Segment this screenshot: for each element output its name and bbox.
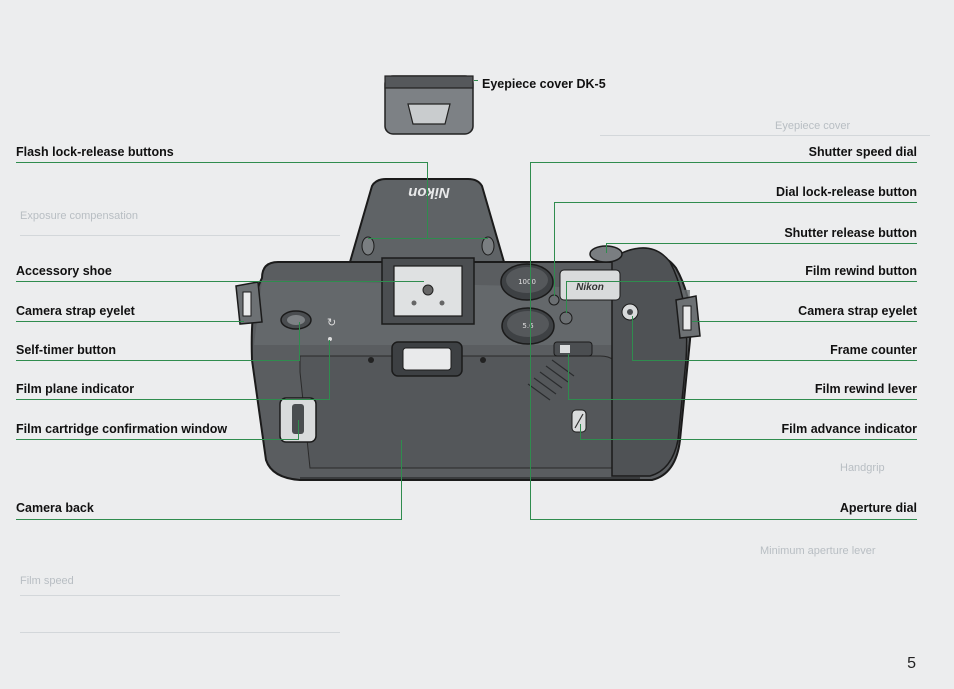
leader-film-plane	[16, 399, 330, 400]
leader-frame-counter	[632, 360, 917, 361]
label-film-plane: Film plane indicator	[16, 382, 135, 396]
label-dial-lock-release: Dial lock-release button	[775, 185, 917, 199]
label-accessory-shoe: Accessory shoe	[16, 264, 112, 278]
leader-camera-back	[16, 519, 402, 520]
label-self-timer: Self-timer button	[16, 343, 116, 357]
label-film-rewind-lever: Film rewind lever	[814, 382, 917, 396]
leader-film-rewind-lever	[568, 399, 917, 400]
svg-text:Nikon: Nikon	[576, 282, 604, 293]
svg-text:↻: ↻	[327, 316, 336, 329]
show-through-line	[20, 235, 340, 236]
label-eyepiece-cover: Eyepiece cover DK-5	[482, 77, 606, 91]
eyepiece-cover-drawing	[384, 75, 474, 135]
leader-film-rewind-button	[566, 281, 917, 282]
label-film-cartridge-window: Film cartridge confirmation window	[16, 422, 228, 436]
label-camera-back: Camera back	[16, 501, 94, 515]
leader-strap-eyelet-right	[692, 321, 917, 322]
show-through-line	[20, 632, 340, 633]
svg-text:1000: 1000	[518, 278, 536, 286]
leader-self-timer	[16, 360, 300, 361]
leader-shutter-speed-dial	[530, 162, 917, 163]
label-film-rewind-button: Film rewind button	[805, 264, 917, 278]
leader-film-advance-indicator	[580, 439, 917, 440]
show-through-line	[600, 135, 930, 136]
page-number: 5	[907, 655, 916, 672]
show-through-line	[20, 595, 340, 596]
show-through-text: Film speed	[20, 575, 74, 587]
leader-accessory-shoe	[16, 281, 424, 282]
leader-strap-eyelet-left	[16, 321, 244, 322]
brand-logo: Nikon	[408, 184, 450, 201]
leader-aperture-dial	[530, 519, 917, 520]
label-aperture-dial: Aperture dial	[839, 501, 917, 515]
label-shutter-speed-dial: Shutter speed dial	[808, 145, 917, 159]
leader-film-cartridge-window	[16, 439, 299, 440]
show-through-text: Eyepiece cover	[775, 120, 851, 132]
leader-flash-lock-release	[16, 162, 428, 163]
label-strap-eyelet-left: Camera strap eyelet	[16, 304, 135, 318]
leader-dial-lock-release	[554, 202, 917, 203]
handgrip	[611, 247, 688, 477]
label-flash-lock-release: Flash lock-release buttons	[16, 145, 174, 159]
leader-shutter-release	[606, 243, 917, 244]
label-strap-eyelet-right: Camera strap eyelet	[798, 304, 917, 318]
show-through-text: Exposure compensation	[20, 210, 139, 222]
label-film-advance-indicator: Film advance indicator	[781, 422, 917, 436]
svg-text:5.6: 5.6	[522, 322, 534, 330]
show-through-text: Minimum aperture lever	[760, 545, 876, 557]
leader-eyepiece-cover	[474, 80, 478, 81]
show-through-text: Handgrip	[840, 462, 885, 474]
label-shutter-release: Shutter release button	[784, 226, 917, 240]
label-frame-counter: Frame counter	[830, 343, 917, 357]
